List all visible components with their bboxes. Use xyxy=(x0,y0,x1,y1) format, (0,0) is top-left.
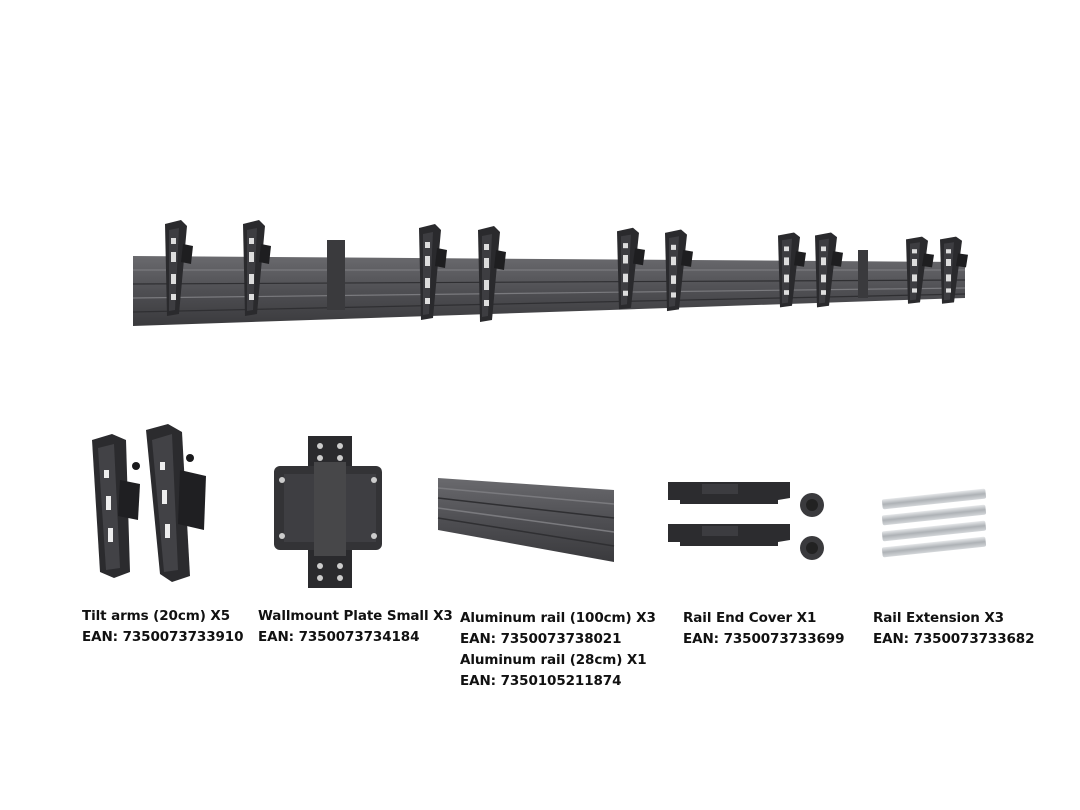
product-ean: EAN: 7350073733910 xyxy=(82,629,244,645)
product-label-aluminum-rail: Aluminum rail (100cm) X3 EAN: 7350073738… xyxy=(460,608,656,692)
product-ean: EAN: 7350073734184 xyxy=(258,629,420,645)
product-name: Aluminum rail (100cm) X3 xyxy=(460,610,656,626)
product-label-tilt-arms: Tilt arms (20cm) X5 EAN: 7350073733910 xyxy=(82,606,243,648)
product-name: Tilt arms (20cm) X5 xyxy=(82,608,230,624)
product-name: Rail Extension X3 xyxy=(873,610,1004,626)
product-ean-secondary: EAN: 7350105211874 xyxy=(460,673,622,689)
aluminum-rail-image xyxy=(437,478,615,562)
product-ean: EAN: 7350073733682 xyxy=(873,631,1035,647)
product-name: Rail End Cover X1 xyxy=(683,610,817,626)
product-ean: EAN: 7350073733699 xyxy=(683,631,845,647)
product-label-wallmount-plate: Wallmount Plate Small X3 EAN: 7350073734… xyxy=(258,606,453,648)
assembled-rail-system xyxy=(132,220,968,326)
product-label-rail-end-cover: Rail End Cover X1 EAN: 7350073733699 xyxy=(683,608,844,650)
tilt-arms-image xyxy=(92,424,206,582)
product-name-secondary: Aluminum rail (28cm) X1 xyxy=(460,652,647,668)
product-ean: EAN: 7350073738021 xyxy=(460,631,622,647)
product-name: Wallmount Plate Small X3 xyxy=(258,608,453,624)
rail-end-cover-image xyxy=(668,482,824,560)
product-label-rail-extension: Rail Extension X3 EAN: 7350073733682 xyxy=(873,608,1034,650)
wallmount-plate-image xyxy=(274,436,382,588)
rail-extension-image xyxy=(881,488,987,558)
